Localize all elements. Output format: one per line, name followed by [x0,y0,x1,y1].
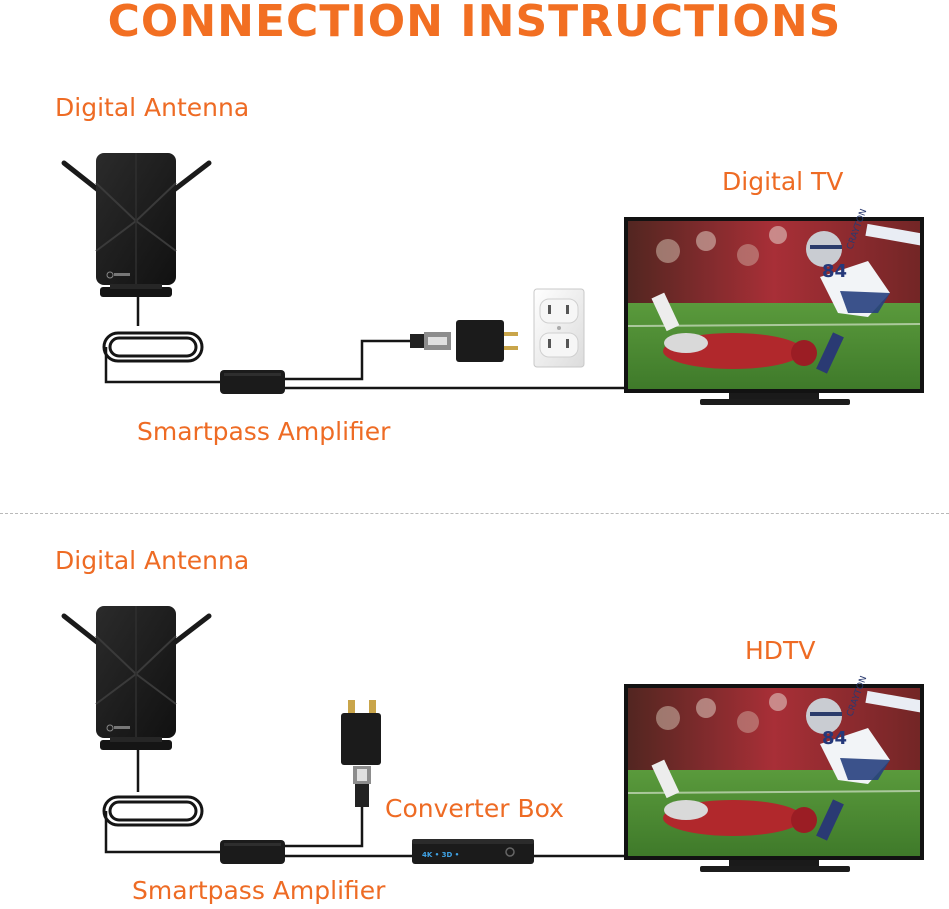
setup2-amplifier [220,840,285,864]
setup2-hdtv: 84 CRAYTON [624,675,924,872]
page-title: CONNECTION INSTRUCTIONS [107,0,842,47]
setup2-antenna-label: Digital Antenna [55,546,250,575]
setup1-antenna [64,153,209,297]
setup1-usb-plug [410,332,451,350]
setup1-digital-tv: 84 CRAYTON [624,208,924,405]
setup1-power-adapter [456,320,518,362]
setup1-amplifier-label: Smartpass Amplifier [137,417,391,446]
setup2-coiled-cable [102,795,204,827]
converter-badge: 4K • 3D • [422,851,459,859]
section-divider [0,513,949,514]
setup2-converter-label: Converter Box [385,794,564,823]
setup2-converter-box: 4K • 3D • [412,839,534,864]
setup1-jersey-number: 84 [822,261,847,282]
setup1-antenna-label: Digital Antenna [55,93,250,122]
setup2-power-adapter [341,700,381,765]
setup2-amplifier-label: Smartpass Amplifier [132,876,386,905]
setup1-tv-label: Digital TV [722,167,844,196]
setup1-coiled-cable [102,331,204,363]
setup1-amplifier [220,370,285,394]
setup2-antenna [64,606,209,750]
setup1-wall-outlet [533,288,585,368]
setup2-usb-plug [353,766,371,807]
setup2-tv-label: HDTV [745,636,816,665]
setup2-jersey-number: 84 [822,728,847,749]
